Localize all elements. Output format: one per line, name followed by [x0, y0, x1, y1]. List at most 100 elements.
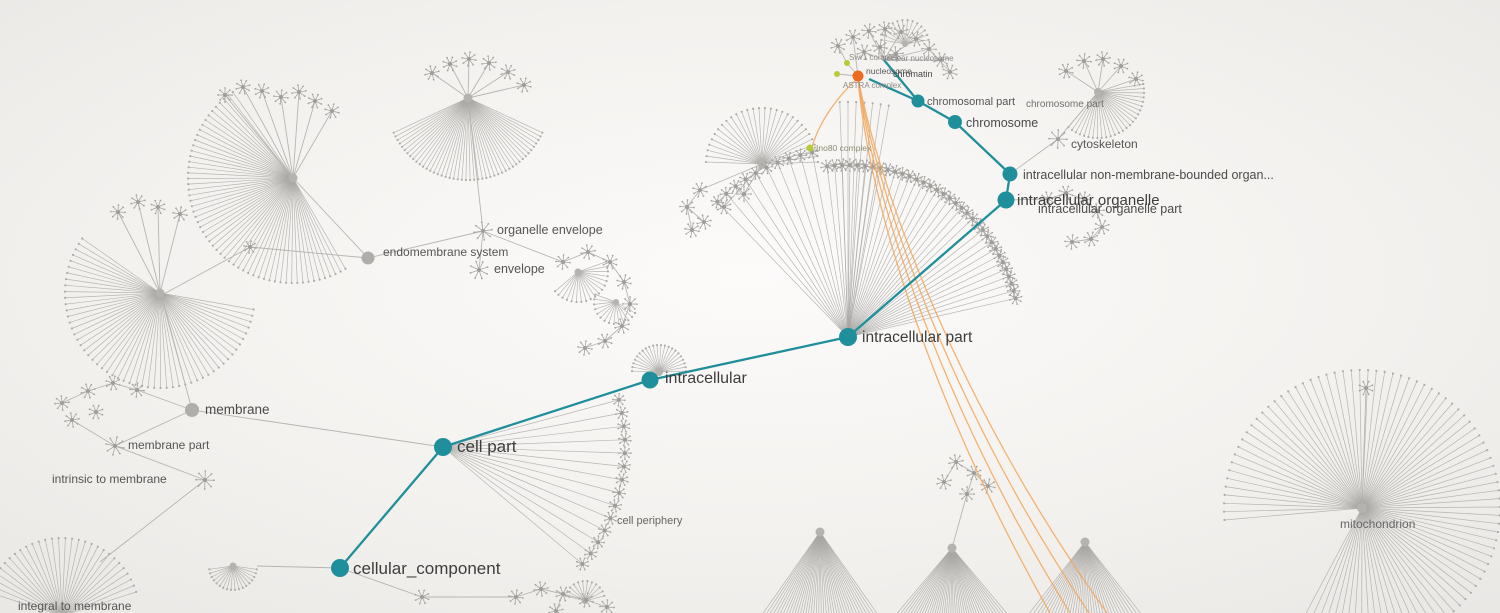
leaf-term-node[interactable]	[614, 318, 630, 334]
leaf-term-node[interactable]	[608, 499, 622, 513]
term-node-cellular-component[interactable]	[331, 559, 349, 577]
leaf-term-node[interactable]	[243, 240, 257, 254]
leaf-term-node[interactable]	[235, 79, 251, 95]
term-label-envelope[interactable]: envelope	[494, 262, 545, 276]
leaf-term-node[interactable]	[936, 187, 951, 201]
leaf-term-node[interactable]	[64, 412, 80, 428]
leaf-term-node[interactable]	[612, 486, 626, 500]
leaf-term-node[interactable]	[273, 89, 289, 105]
leaf-term-node[interactable]	[895, 166, 910, 181]
leaf-term-node[interactable]	[618, 432, 632, 447]
leaf-term-node[interactable]	[872, 39, 888, 55]
leaf-term-node[interactable]	[1064, 234, 1080, 250]
term-label-mitochondrion[interactable]: mitochondrion	[1340, 517, 1415, 531]
leaf-term-node[interactable]	[1058, 63, 1074, 79]
term-label-intracellular[interactable]: intracellular	[665, 370, 747, 387]
leaf-term-node[interactable]	[548, 603, 564, 613]
leaf-term-node[interactable]	[615, 406, 629, 420]
leaf-term-node[interactable]	[80, 383, 96, 399]
leaf-term-node[interactable]	[615, 473, 629, 487]
leaf-term-node[interactable]	[858, 159, 872, 173]
term-label-intrinsic-to-membrane[interactable]: intrinsic to membrane	[52, 472, 167, 486]
leaf-term-node[interactable]	[739, 172, 753, 186]
leaf-term-node[interactable]	[933, 52, 949, 68]
leaf-term-node[interactable]	[1083, 231, 1099, 247]
leaf-term-node[interactable]	[1089, 203, 1105, 219]
leaf-term-node[interactable]	[1076, 53, 1092, 69]
leaf-term-node[interactable]	[105, 375, 121, 391]
term-label-endomembrane-system[interactable]: endomembrane system	[383, 245, 508, 259]
leaf-term-node[interactable]	[845, 29, 861, 45]
term-label-membrane[interactable]: membrane	[205, 402, 270, 417]
leaf-term-node[interactable]	[172, 206, 188, 222]
leaf-term-node[interactable]	[716, 199, 732, 215]
leaf-term-node[interactable]	[597, 333, 613, 349]
term-label-organelle-envelope[interactable]: organelle envelope	[497, 223, 603, 237]
leaf-term-node[interactable]	[617, 459, 631, 474]
term-label-cell-periphery[interactable]: cell periphery	[617, 515, 683, 527]
term-label-intracellular-organelle[interactable]: intracellular organelle	[1017, 192, 1160, 209]
leaf-term-node[interactable]	[110, 204, 126, 220]
term-label-cell-part[interactable]: cell part	[457, 437, 517, 456]
leaf-term-node[interactable]	[54, 395, 70, 411]
term-label-nuclear-nucleosome[interactable]: nuclear nucleosome	[882, 54, 954, 63]
leaf-term-node[interactable]	[921, 41, 937, 57]
leaf-term-node[interactable]	[828, 159, 842, 173]
leaf-term-node[interactable]	[616, 274, 632, 290]
leaf-term-node[interactable]	[575, 557, 589, 571]
leaf-term-node[interactable]	[850, 158, 865, 173]
highlighted-term-node-2[interactable]	[834, 71, 840, 77]
leaf-term-node[interactable]	[414, 589, 430, 605]
leaf-term-node[interactable]	[910, 172, 924, 186]
leaf-term-node[interactable]	[150, 199, 166, 215]
term-label-nucleosome[interactable]: nucleosome	[866, 66, 912, 76]
leaf-term-node[interactable]	[1002, 269, 1016, 283]
leaf-term-node[interactable]	[1004, 276, 1019, 291]
leaf-term-node[interactable]	[603, 511, 617, 525]
selected-term-node[interactable]	[852, 70, 864, 82]
term-node-intracellular[interactable]	[641, 371, 659, 389]
leaf-term-node[interactable]	[424, 65, 440, 81]
leaf-term-node[interactable]	[980, 478, 996, 494]
leaf-term-node[interactable]	[1008, 291, 1023, 305]
term-label-intracellular-non-membrane-bounded-organ[interactable]: intracellular non-membrane-bounded organ…	[1023, 168, 1274, 182]
leaf-term-node[interactable]	[598, 523, 612, 538]
leaf-term-node[interactable]	[679, 199, 695, 215]
leaf-term-node[interactable]	[469, 260, 489, 280]
term-node-intracellular-part[interactable]	[839, 328, 857, 346]
leaf-term-node[interactable]	[307, 93, 323, 109]
leaf-term-node[interactable]	[856, 44, 872, 60]
term-label-cytoskeleton[interactable]: cytoskeleton	[1071, 137, 1138, 151]
leaf-term-node[interactable]	[555, 254, 571, 270]
term-label-chromosomal-part[interactable]: chromosomal part	[927, 96, 1015, 108]
leaf-term-node[interactable]	[578, 592, 594, 608]
leaf-term-node[interactable]	[793, 148, 808, 163]
leaf-term-node[interactable]	[555, 586, 571, 602]
leaf-term-node[interactable]	[591, 535, 605, 550]
leaf-term-node[interactable]	[1095, 51, 1111, 67]
term-node-intracellular-organelle[interactable]	[997, 191, 1015, 209]
leaf-term-node[interactable]	[729, 179, 743, 193]
leaf-term-node[interactable]	[533, 581, 549, 597]
term-node-endomembrane-system[interactable]	[361, 251, 375, 265]
leaf-term-node[interactable]	[618, 446, 632, 460]
leaf-term-node[interactable]	[759, 160, 774, 175]
leaf-term-node[interactable]	[508, 589, 524, 605]
leaf-term-node[interactable]	[736, 186, 752, 202]
leaf-term-node[interactable]	[1076, 191, 1092, 207]
leaf-term-node[interactable]	[1040, 191, 1056, 207]
term-node-cell-part[interactable]	[434, 438, 452, 456]
leaf-term-node[interactable]	[948, 454, 964, 470]
leaf-term-node[interactable]	[1113, 58, 1129, 74]
leaf-term-node[interactable]	[617, 419, 631, 433]
leaf-term-node[interactable]	[622, 296, 638, 312]
leaf-term-node[interactable]	[1128, 71, 1144, 87]
term-node-chromosomal-part[interactable]	[911, 94, 925, 108]
node-layer[interactable]	[185, 60, 1018, 577]
leaf-term-node[interactable]	[500, 64, 516, 80]
leaf-term-node[interactable]	[996, 255, 1010, 270]
term-label-integral-to-membrane[interactable]: integral to membrane	[18, 599, 132, 613]
leaf-term-node[interactable]	[955, 201, 969, 215]
